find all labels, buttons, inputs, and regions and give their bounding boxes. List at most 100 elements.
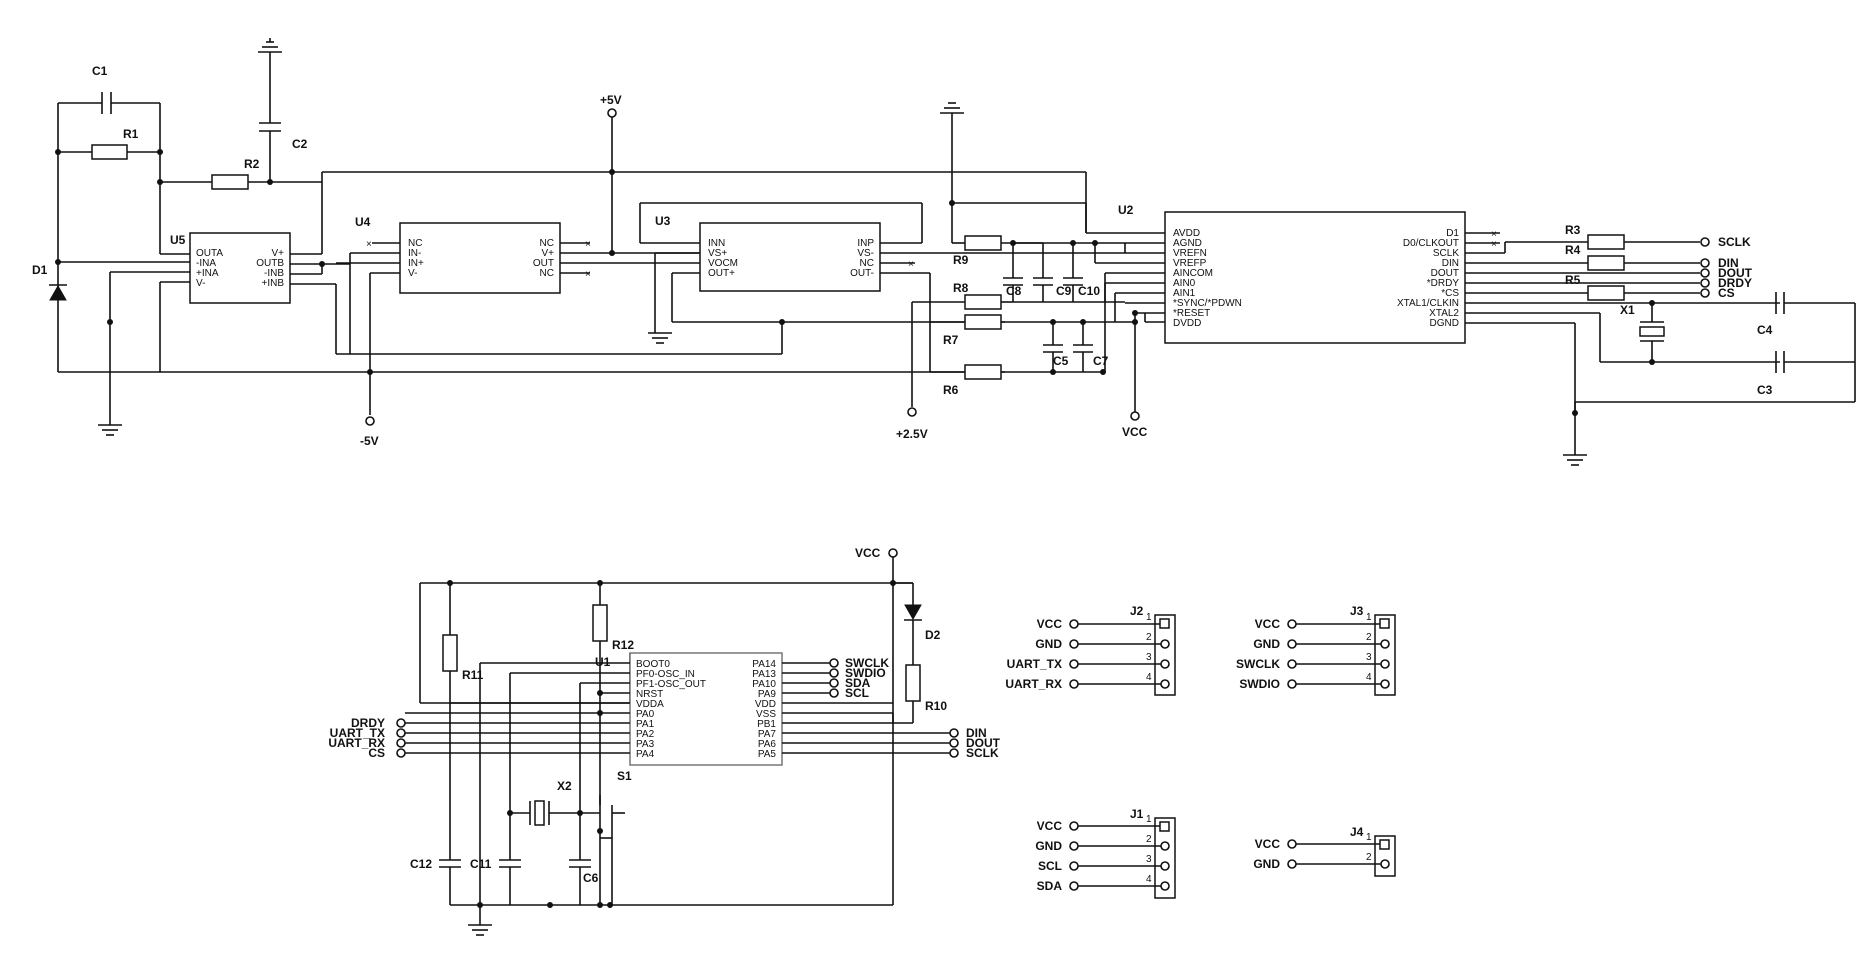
r5-resistor — [1465, 285, 1700, 301]
u2-pin-sync-pdwn: *SYNC/*PDWN — [1173, 298, 1242, 309]
din-u1-terminal — [949, 728, 959, 738]
u2-pin-reset: *RESET — [1173, 308, 1210, 319]
junction — [609, 250, 615, 256]
din-terminal — [1700, 258, 1710, 268]
junction — [507, 810, 513, 816]
j2-pin-number: 2 — [1146, 632, 1152, 643]
c7-capacitor — [1073, 322, 1093, 372]
d2-diode — [904, 604, 922, 665]
u2-pin-d0-clkout: D0/CLKOUT — [1403, 238, 1459, 249]
u5-pin-vminus: V- — [196, 278, 205, 289]
no-connect-mark: × — [1491, 239, 1497, 250]
u3-pin-vsplus: VS+ — [708, 248, 727, 259]
r12-label: R12 — [612, 638, 634, 652]
u4-pin-nc1: NC — [408, 238, 422, 249]
junction — [1649, 359, 1655, 365]
junction — [597, 902, 603, 908]
j2-connector — [1069, 614, 1176, 696]
u2-pin-dgnd: DGND — [1430, 318, 1459, 329]
u5-pin-outa: OUTA — [196, 248, 223, 259]
u1-pin-pa0: PA0 — [636, 709, 655, 720]
junction — [1649, 300, 1655, 306]
c9-capacitor — [1013, 242, 1053, 302]
u2-pin-dout: DOUT — [1431, 268, 1459, 279]
j1-pin-number: 2 — [1146, 834, 1152, 845]
r1-label: R1 — [123, 127, 139, 141]
j4-connector — [1287, 835, 1396, 877]
c4-capacitor — [1775, 292, 1855, 314]
j1-label: J1 — [1130, 807, 1144, 821]
u1-pin-pa6: PA6 — [758, 739, 777, 750]
c10-capacitor — [1063, 243, 1083, 302]
u1-pin-pa4: PA4 — [636, 749, 655, 760]
drdy-net-label: DRDY — [1718, 276, 1752, 290]
j3-pin-number: 1 — [1366, 612, 1372, 623]
u2-pin-vrefp: VREFP — [1173, 258, 1207, 269]
u2-label: U2 — [1118, 203, 1134, 217]
u2-pin-cs: *CS — [1441, 288, 1459, 299]
j1-pin-number: 3 — [1146, 854, 1152, 865]
no-connect-mark: × — [585, 269, 591, 280]
u2-pin-dvdd: DVDD — [1173, 318, 1201, 329]
cs-terminal — [1700, 288, 1710, 298]
r8-resistor — [912, 294, 1013, 310]
u3-label: U3 — [655, 214, 671, 228]
u1-pin-boot0: BOOT0 — [636, 659, 670, 670]
u1-pin-pa7: PA7 — [758, 729, 777, 740]
u2-pin-din: DIN — [1442, 258, 1459, 269]
x1-crystal — [1639, 303, 1665, 362]
plus5v-terminal — [607, 108, 617, 118]
j2-pin-label: UART_RX — [1005, 677, 1062, 691]
r7-resistor — [930, 314, 1135, 330]
uart-tx-u1-terminal — [396, 728, 406, 738]
c8-capacitor — [1003, 243, 1023, 302]
cs-net-label: CS — [1718, 286, 1735, 300]
c1-capacitor — [58, 92, 160, 114]
u3-pin-outminus: OUT- — [850, 268, 874, 279]
r12-resistor — [592, 583, 608, 905]
c7-label: C7 — [1093, 354, 1109, 368]
j3-label: J3 — [1350, 604, 1364, 618]
u4-pin-inplus: IN+ — [408, 258, 424, 269]
junction — [157, 149, 163, 155]
sda-u1-terminal — [829, 678, 839, 688]
r11-resistor — [442, 583, 458, 860]
j1-pin-label: GND — [1035, 839, 1062, 853]
u1-pin-pa5: PA5 — [758, 749, 777, 760]
r2-resistor — [160, 174, 322, 190]
u4-label: U4 — [355, 215, 371, 229]
u4-pin-vplus: V+ — [541, 248, 554, 259]
junction — [157, 179, 163, 185]
u2-pin-ain0: AIN0 — [1173, 278, 1196, 289]
dout-terminal — [1700, 268, 1710, 278]
c2-capacitor — [259, 52, 281, 182]
u1-dout-net-label: DOUT — [966, 736, 1001, 750]
r6-resistor — [930, 364, 1105, 380]
u1-pin-pa2: PA2 — [636, 729, 655, 740]
r3-resistor — [1505, 234, 1700, 250]
u1-pin-vdda: VDDA — [636, 699, 664, 710]
u2-pin-aincom: AINCOM — [1173, 268, 1213, 279]
sda-net-label: SDA — [845, 676, 871, 690]
c11-label: C11 — [470, 857, 492, 871]
u2-adc: AVDD AGND VREFN VREFP AINCOM AIN0 AIN1 *… — [1164, 211, 1466, 344]
j1-pin-number: 4 — [1146, 874, 1152, 885]
r10-resistor — [893, 664, 921, 724]
c2-label: C2 — [292, 137, 308, 151]
u1-pin-pa1: PA1 — [636, 719, 655, 730]
u2-pin-xtal1: XTAL1/CLKIN — [1397, 298, 1459, 309]
swclk-net-label: SWCLK — [845, 656, 889, 670]
r4-label: R4 — [1565, 243, 1581, 257]
u3-pin-vocm: VOCM — [708, 258, 738, 269]
ground-symbol — [258, 38, 282, 53]
r9-label: R9 — [953, 253, 969, 267]
u3-pin-inn: INN — [708, 238, 725, 249]
junction — [55, 149, 61, 155]
junction — [1070, 240, 1076, 246]
x2-label: X2 — [557, 779, 572, 793]
dout-net-label: DOUT — [1718, 266, 1753, 280]
c8-label: C8 — [1006, 284, 1022, 298]
u1-uart-rx-net-label: UART_RX — [328, 736, 385, 750]
c12-label: C12 — [410, 857, 432, 871]
